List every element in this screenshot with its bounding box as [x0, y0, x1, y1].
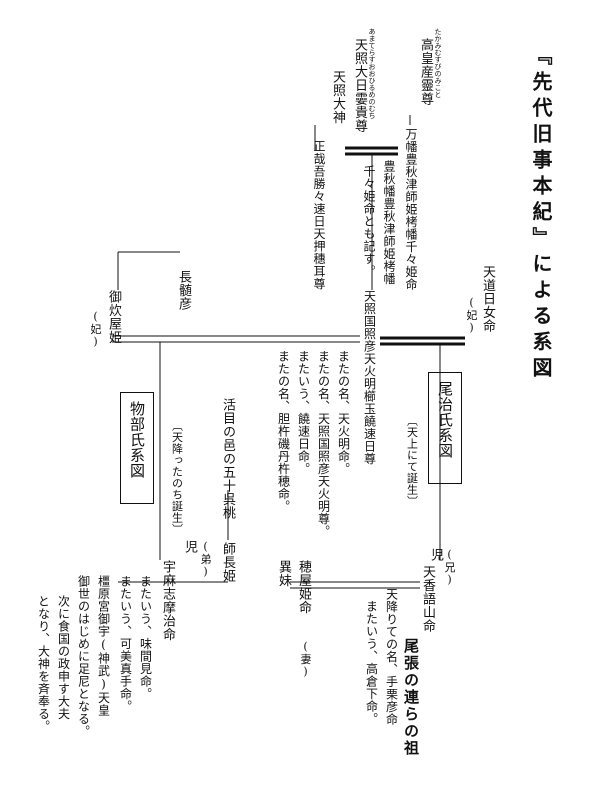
tenko-label: 〔天降ったのち誕生〕 [170, 420, 184, 535]
amaterasu-alias: 天照大神 [330, 70, 345, 124]
ani-label: (兄) [443, 548, 456, 587]
kisaki-label-mononobe: (妃) [89, 310, 102, 349]
mononobe-clan-box: 物部氏系図 [120, 392, 154, 504]
umashimaji-text3: 次に食国の政申す大夫 [56, 595, 71, 720]
umashimaji-text2: 御世のはじめに足尼となる。 [76, 575, 91, 738]
child-label-owari: 児 [428, 548, 443, 562]
otouto-label: (弟) [199, 540, 212, 579]
owari-clan-label: 尾治氏系図 [436, 381, 454, 459]
amanokagoyama-alias1: 天降りての名、手栗彦命 [384, 588, 399, 726]
umashimaji-text1: 橿原宮御宇(神武)天皇 [96, 575, 111, 717]
child-label-mononobe: 児 [182, 540, 197, 554]
amanokagoyama-name: 天香語山命 [420, 565, 435, 633]
tsuma-label: (妻) [299, 640, 312, 679]
takamimusubi-name: 高皇産靈尊 [418, 38, 433, 106]
nigihayahi-alias2: またの名、天照国照彦天火明尊。 [316, 350, 331, 538]
umashimaji-alias1: またいう、味間見命。 [138, 575, 153, 700]
yorozuhata-alias2: 千々姫命とも記す。 [362, 165, 376, 278]
tenjou-label: 〔天上にて誕生〕 [405, 415, 419, 507]
amaterasu-name: 天照大日孁貴尊 [352, 38, 367, 133]
masakatsu-name: 正哉吾勝々速日天押穗耳尊 [312, 140, 326, 290]
nigihayahi-alias1: またの名、天火明命。 [336, 350, 351, 475]
yorozuhata-alias: 豊秋幡豊秋津師姫栲幡 [382, 160, 396, 285]
mononobe-clan-label: 物部氏系図 [128, 401, 146, 479]
mikashiyahime-name: 御炊屋姫 [106, 290, 121, 344]
umashimaji-alias2: またいう、可美真手命。 [118, 575, 133, 713]
umashimaji-text4: となり、大神を斉奉る。 [36, 595, 51, 733]
diagram-title: 『先代旧事本紀』による系図 [529, 45, 553, 383]
shinahime-name: 師長姫 [220, 542, 235, 583]
furigana-takamimusubi: たかみむすびのみこと [434, 28, 442, 98]
furigana-amaterasu: あまてらすおおひるめのむち [368, 28, 376, 119]
owari-ancestor-note: 尾張の連らの祖 [402, 638, 420, 757]
nigihayahi-name: 天照国照彦天火明櫛玉饒速日尊 [362, 290, 377, 465]
amanokagoyama-alias2: またいう、高倉下命。 [364, 600, 379, 725]
ikumenomura-name: 活目の邑の五十呉桃 [220, 398, 235, 520]
amanomichihime-name: 天道日女命 [480, 265, 495, 333]
owari-clan-box: 尾治氏系図 [428, 372, 462, 484]
nigihayahi-alias4: またの名、胆杵磯丹杵穂命。 [276, 350, 291, 513]
yorozuhata-name: 万幡豊秋津師姫栲幡千々姫命 [404, 128, 418, 291]
nigihayahi-alias3: またいう、饒速日命。 [296, 350, 311, 475]
nagasunehiko-name: 長髄彦 [176, 270, 191, 311]
imouto-label: 異妹 [276, 560, 291, 587]
umashimaji-name: 宇麻志摩治命 [160, 560, 175, 641]
kisaki-label-owari: (妃) [465, 296, 478, 335]
hoyahime-name: 穂屋姫命 [296, 560, 311, 614]
